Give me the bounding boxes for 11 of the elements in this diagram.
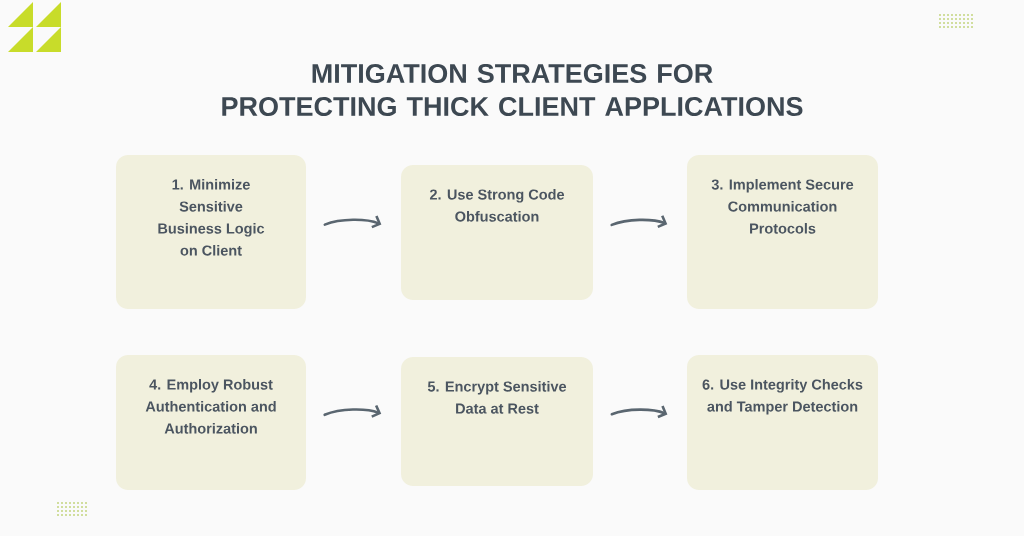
step-box: 2. Use Strong Code Obfuscation: [401, 165, 593, 300]
arrow: [323, 404, 382, 418]
step-box: 6. Use Integrity Checks and Tamper Detection: [687, 355, 878, 490]
arrow: [323, 215, 382, 229]
step-box: 1. Minimize Sensitive Business Logic on Client: [116, 155, 306, 309]
step-box: 4. Employ Robust Authentication and Authorization: [116, 355, 306, 490]
title: MITIGATION STRATEGIES FOR PROTECTING THICK CLIENT APPLICATIONS: [222, 63, 803, 117]
step-box: 3. Implement Secure Communication Protocols: [687, 155, 878, 309]
step-box: 5. Encrypt Sensitive Data at Rest: [401, 357, 593, 486]
arrow: [610, 215, 668, 229]
arrow: [610, 405, 668, 419]
